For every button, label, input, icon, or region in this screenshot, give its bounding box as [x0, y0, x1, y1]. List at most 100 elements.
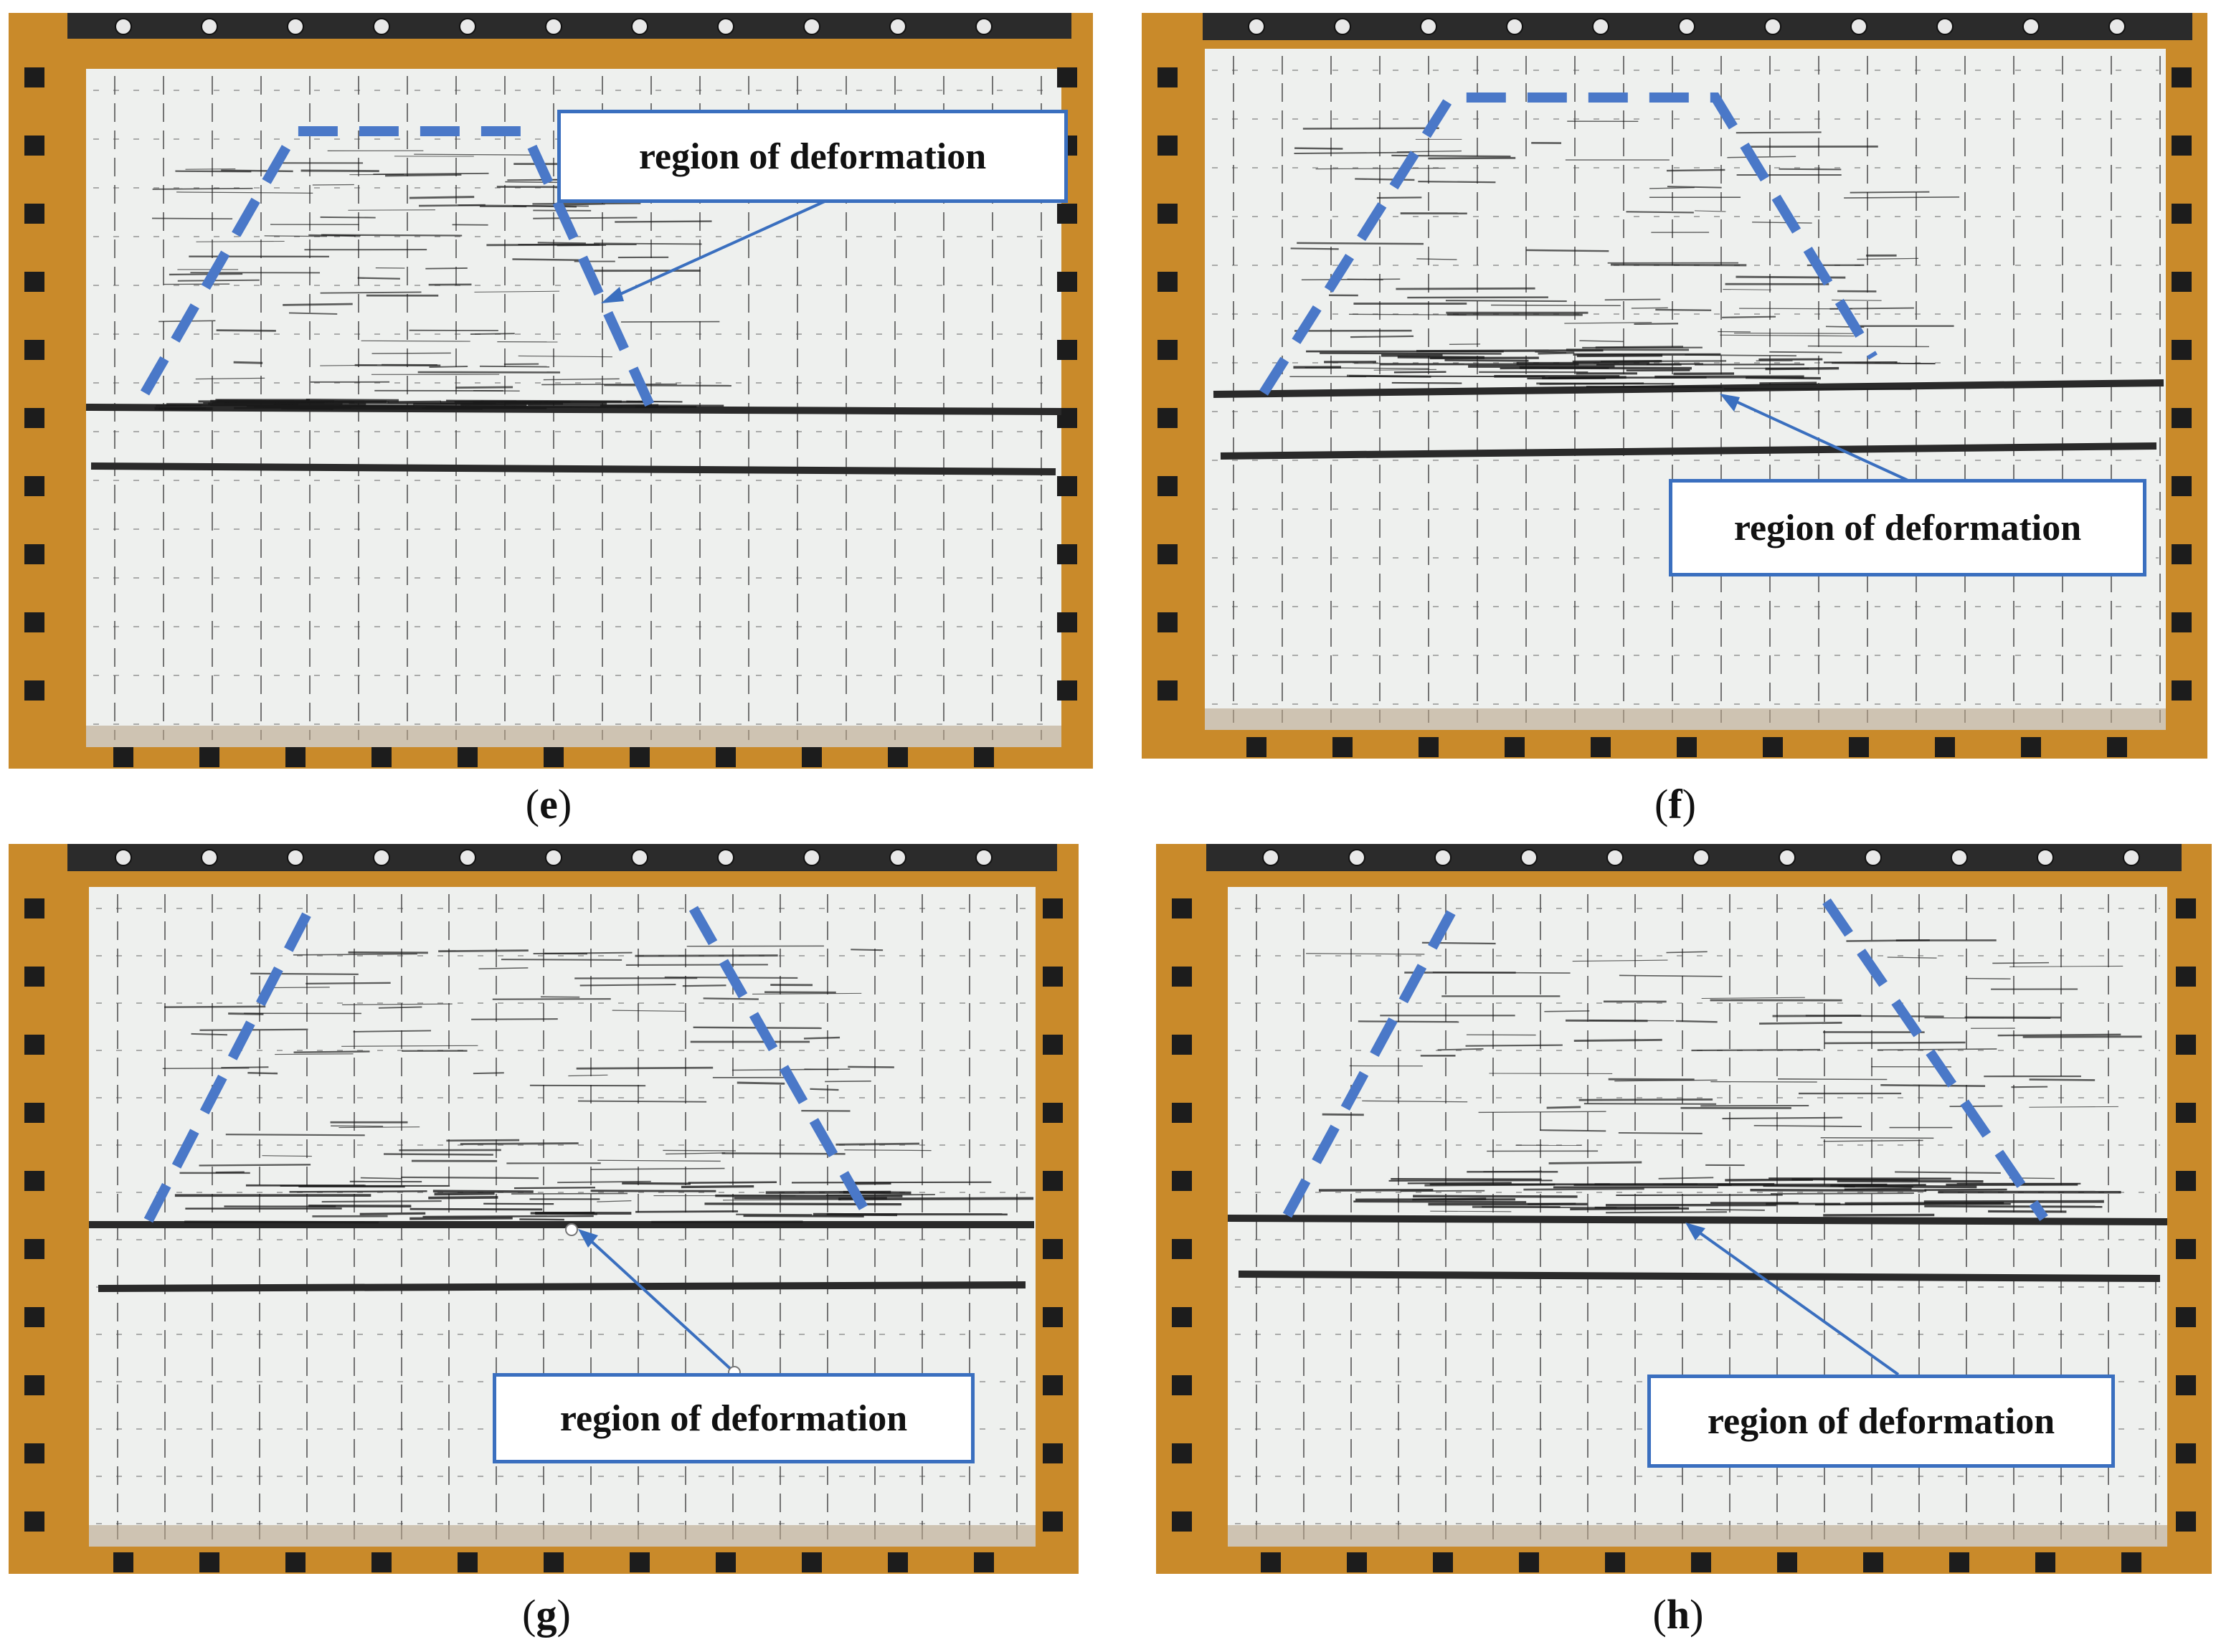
- crack-mark-dense: [1845, 1202, 2004, 1205]
- frame-marker-left: [1157, 680, 1178, 701]
- crack-mark: [1770, 1192, 1914, 1195]
- crack-mark: [1844, 196, 1960, 199]
- frame-marker-left: [1157, 272, 1178, 292]
- panel-f-photo: region of deformation: [1142, 13, 2207, 759]
- crack-mark: [474, 290, 560, 293]
- frame-marker: [287, 849, 304, 866]
- crack-mark: [1667, 186, 1722, 189]
- frame-marker: [1348, 849, 1365, 866]
- crack-mark: [195, 377, 265, 380]
- frame-marker-left: [24, 680, 44, 701]
- crack-mark: [1347, 278, 1383, 281]
- crack-mark: [321, 1200, 442, 1203]
- frame-marker-bottom: [2121, 1552, 2141, 1572]
- crack-mark: [479, 365, 550, 368]
- crack-mark: [306, 982, 391, 985]
- frame-marker: [1520, 849, 1538, 866]
- crack-mark: [1396, 150, 1462, 153]
- caption-letter-g: g: [536, 1591, 557, 1638]
- frame-marker-bottom: [1261, 1552, 1281, 1572]
- frame-marker-right: [2176, 967, 2196, 987]
- crack-mark: [1578, 1098, 1713, 1101]
- frame-marker-right: [2172, 476, 2192, 496]
- frame-marker-right: [2176, 1035, 2196, 1055]
- frame-marker-left: [1157, 136, 1178, 156]
- frame-marker-right: [2176, 1443, 2196, 1463]
- frame-marker-bottom: [113, 1552, 133, 1572]
- caption-letter-f: f: [1668, 781, 1682, 827]
- crack-mark: [1544, 1010, 1590, 1012]
- crack-mark: [177, 279, 260, 282]
- frame-marker-left: [24, 272, 44, 292]
- crack-mark: [810, 1088, 839, 1091]
- frame-marker-left: [1172, 1443, 1192, 1463]
- crack-mark: [478, 967, 529, 969]
- crack-mark: [825, 1081, 871, 1083]
- crack-mark: [1430, 1210, 1512, 1212]
- crack-mark: [1297, 242, 1424, 245]
- crack-mark-dense: [743, 1215, 864, 1217]
- crack-mark: [1720, 334, 1855, 337]
- crack-mark-dense: [1746, 376, 1821, 380]
- frame-marker: [1850, 18, 1867, 35]
- deformation-outline-dashed: [1259, 92, 1878, 396]
- frame-marker-left: [1172, 967, 1192, 987]
- frame-marker-bottom: [199, 1552, 219, 1572]
- crack-mark-dense: [1412, 1197, 1487, 1201]
- crack-mark-dense: [184, 1220, 379, 1224]
- crack-mark: [1752, 222, 1812, 224]
- layer-line-lower: [1238, 1271, 2161, 1282]
- caption-e: (e): [525, 781, 572, 827]
- crack-mark: [1465, 1044, 1563, 1047]
- crack-mark: [1418, 180, 1496, 184]
- frame-marker-bottom: [2107, 737, 2127, 757]
- frame-marker-left: [24, 1035, 44, 1055]
- crack-mark: [191, 1032, 227, 1036]
- callout-label-h: region of deformation: [1707, 1400, 2055, 1442]
- crack-mark-dense: [349, 402, 496, 405]
- crack-mark: [1769, 351, 1842, 353]
- frame-marker-left: [24, 67, 44, 87]
- frame-marker: [373, 18, 390, 35]
- crack-mark-dense: [513, 1187, 596, 1190]
- frame-marker-right: [1043, 1307, 1063, 1327]
- crack-mark: [293, 1050, 370, 1053]
- deformation-outline-right: [1822, 898, 2048, 1221]
- frame-marker-bottom: [285, 747, 306, 767]
- crack-mark: [2009, 965, 2123, 967]
- frame-marker: [545, 849, 562, 866]
- deformation-outline-dashed: [140, 126, 659, 417]
- crack-mark: [511, 1192, 628, 1195]
- frame-marker: [201, 849, 218, 866]
- crack-mark-dense: [519, 1218, 564, 1221]
- frame-marker-left: [24, 204, 44, 224]
- crack-mark: [1634, 323, 1679, 326]
- frame-marker-right: [1057, 272, 1077, 292]
- crack-mark: [1807, 345, 1929, 348]
- frame-marker-bottom: [716, 747, 736, 767]
- crack-marks: [162, 945, 1034, 1224]
- rubble-strip: [1228, 1525, 2167, 1547]
- frame-marker-bottom: [1419, 737, 1439, 757]
- crack-mark: [1355, 178, 1415, 181]
- frame-marker-left: [24, 340, 44, 360]
- crack-mark: [597, 1159, 721, 1162]
- frame-marker-left: [1157, 340, 1178, 360]
- callout-arrowhead: [1685, 1223, 1705, 1240]
- crack-mark: [579, 984, 676, 987]
- crack-mark: [1358, 1020, 1459, 1023]
- frame-marker: [373, 849, 390, 866]
- frame-marker-left: [1172, 1103, 1192, 1123]
- frame-marker-left: [24, 544, 44, 564]
- crack-mark: [1302, 127, 1439, 130]
- callout-label-g: region of deformation: [559, 1397, 908, 1439]
- frame-marker-bottom: [371, 747, 392, 767]
- crack-mark: [1583, 1103, 1717, 1105]
- frame-marker: [2108, 18, 2126, 35]
- crack-mark-dense: [590, 1190, 716, 1192]
- frame-marker-left: [24, 898, 44, 918]
- crack-mark: [612, 1010, 686, 1012]
- crack-mark: [1666, 168, 1725, 172]
- rubble-strip: [89, 1525, 1036, 1547]
- panel-g-photo: region of deformation: [9, 844, 1079, 1574]
